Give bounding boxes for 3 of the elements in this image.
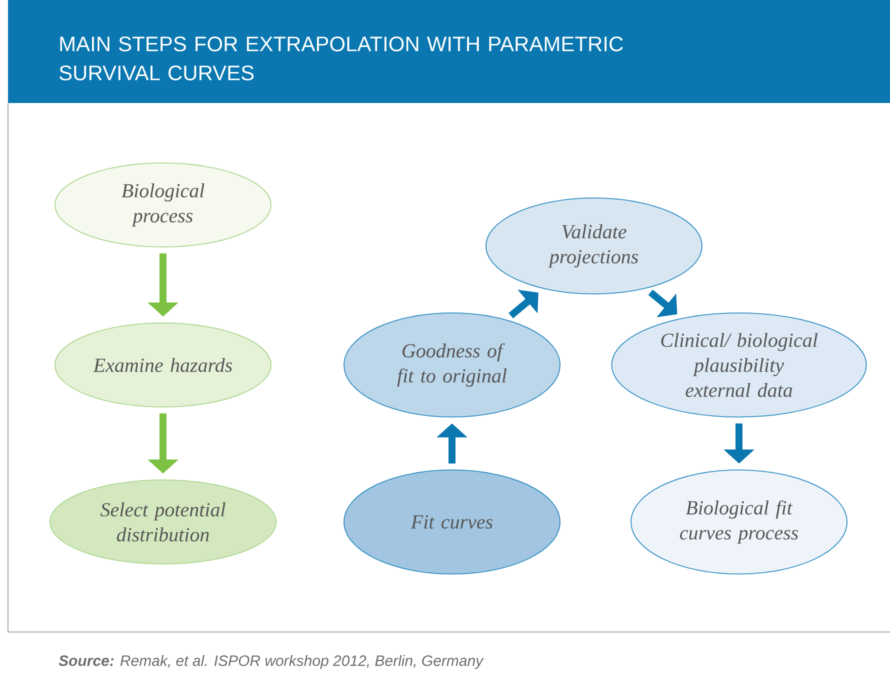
arrow bbox=[508, 290, 538, 318]
source-note: Source: Remak, et al. ISPOR workshop 2012, Berlin, Germany bbox=[58, 655, 484, 669]
title: MAIN STEPS FOR EXTRAPOLATION WITH PARAMETRIC SURVIVAL CURVES bbox=[60, 36, 623, 80]
